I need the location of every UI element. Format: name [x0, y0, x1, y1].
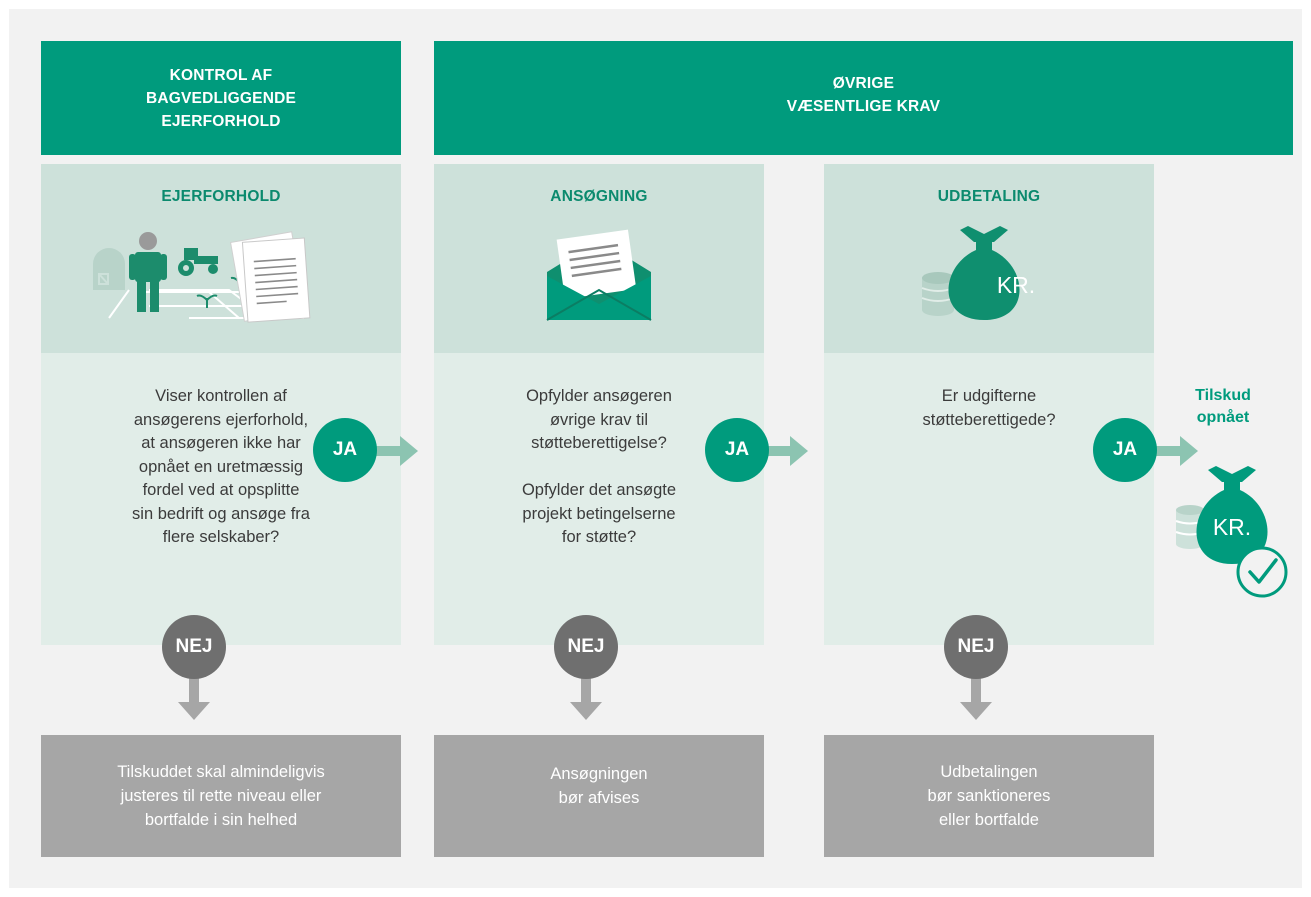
yes-arrow-1-icon: [372, 436, 418, 466]
outcome-udbetaling-text: Udbetalingen bør sanktioneres eller bort…: [927, 763, 1051, 829]
no-circle-udbetaling: NEJ: [944, 615, 1008, 679]
money-bag-check-icon: [1175, 466, 1288, 598]
yes-arrow-3-icon: [1152, 436, 1198, 466]
outcome-ejerforhold: Tilskuddet skal almindeligvis justeres t…: [41, 735, 401, 857]
final-result-label: Tilskud opnået: [1195, 387, 1251, 426]
panel-ejerforhold-top: EJERFORHOLD: [41, 164, 401, 353]
outcome-udbetaling: Udbetalingen bør sanktioneres eller bort…: [824, 735, 1154, 857]
panel-question-udbetaling: Er udgifterne støtteberettigede?: [922, 387, 1056, 429]
yes-arrow-2-icon: [764, 436, 808, 466]
header-other-requirements: ØVRIGE VÆSENTLIGE KRAV: [434, 41, 1293, 155]
header-other-requirements-label: ØVRIGE VÆSENTLIGE KRAV: [786, 75, 941, 115]
yes-circle-udbetaling: JA: [1093, 418, 1157, 482]
panel-ejerforhold-body: Viser kontrollen af ansøgerens ejerforho…: [41, 353, 401, 645]
farmer-tractor-document-icon: [93, 231, 311, 323]
no-arrow-1-icon: [178, 670, 210, 720]
no-circle-ansogning: NEJ: [554, 615, 618, 679]
outcome-ejerforhold-text: Tilskuddet skal almindeligvis justeres t…: [117, 763, 325, 829]
panel-title-udbetaling: UDBETALING: [937, 188, 1041, 205]
header-ownership-control: KONTROL AF BAGVEDLIGGENDE EJERFORHOLD: [41, 41, 401, 155]
outcome-ansogning-text: Ansøgningen bør afvises: [550, 765, 648, 807]
panel-question-ansogning: Opfylder ansøgeren øvrige krav til støtt…: [521, 387, 677, 546]
no-circle-ejerforhold: NEJ: [162, 615, 226, 679]
no-arrow-2-icon: [570, 670, 602, 720]
panel-question-ejerforhold: Viser kontrollen af ansøgerens ejerforho…: [132, 387, 310, 546]
bag-kr-label: KR.: [996, 272, 1036, 298]
panel-ansogning-top: ANSØGNING: [434, 164, 764, 353]
panel-title-ansogning: ANSØGNING: [550, 188, 648, 205]
panel-ansogning-body: Opfylder ansøgeren øvrige krav til støtt…: [434, 353, 764, 645]
outcome-ansogning: Ansøgningen bør afvises: [434, 735, 764, 857]
envelope-letter-icon: [546, 229, 652, 321]
panel-udbetaling-body: Er udgifterne støtteberettigede?: [824, 353, 1154, 645]
yes-circle-ansogning: JA: [705, 418, 769, 482]
yes-circle-ejerforhold: JA: [313, 418, 377, 482]
panel-title-ejerforhold: EJERFORHOLD: [161, 188, 281, 205]
no-arrow-3-icon: [960, 670, 992, 720]
final-bag-kr-label: KR.: [1212, 514, 1252, 540]
header-ownership-label: KONTROL AF BAGVEDLIGGENDE EJERFORHOLD: [145, 66, 297, 130]
money-bag-coins-icon: [921, 226, 1020, 320]
panel-udbetaling-top: UDBETALING KR.: [824, 164, 1154, 353]
